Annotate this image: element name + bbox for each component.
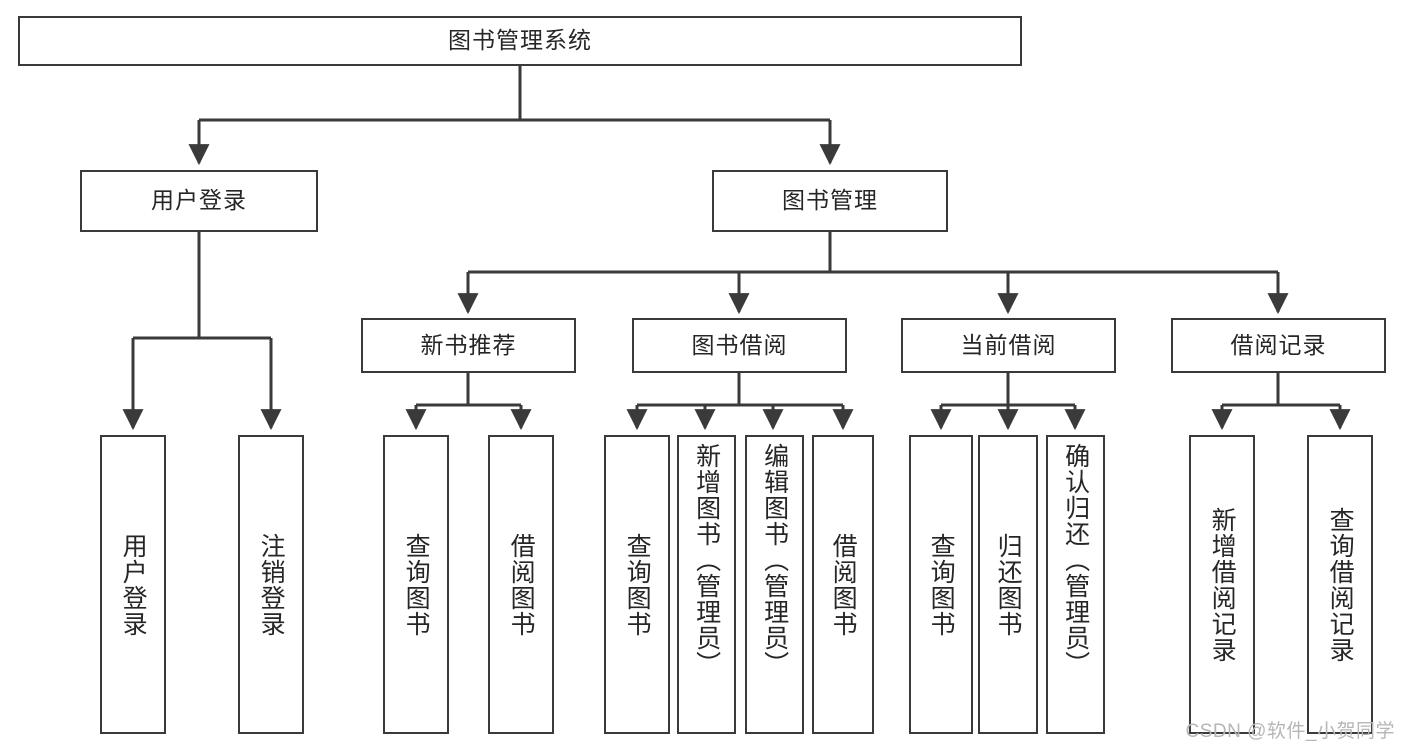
leaf-query-book-2[interactable]: 查询图书	[604, 435, 670, 734]
leaf-add-book[interactable]: 新增图书（管理员）	[677, 435, 736, 734]
leaf-label: 查询图书	[402, 532, 431, 637]
leaf-edit-book[interactable]: 编辑图书（管理员）	[745, 435, 804, 734]
node-book-management[interactable]: 图书管理	[712, 170, 948, 232]
leaf-label: 查询借阅记录	[1326, 506, 1355, 663]
leaf-label: 借阅图书	[507, 532, 536, 637]
leaf-user-login[interactable]: 用户登录	[100, 435, 166, 734]
node-current-borrow[interactable]: 当前借阅	[901, 318, 1116, 373]
leaf-add-record[interactable]: 新增借阅记录	[1189, 435, 1255, 734]
leaf-label: 确认归还（管理员）	[1061, 443, 1090, 677]
leaf-label: 注销登录	[257, 532, 286, 637]
node-book-borrow[interactable]: 图书借阅	[632, 318, 847, 373]
leaf-label: 归还图书	[994, 532, 1023, 637]
leaf-borrow-book-2[interactable]: 借阅图书	[812, 435, 874, 734]
leaf-label: 查询图书	[623, 532, 652, 637]
leaf-label: 新增借阅记录	[1208, 506, 1237, 663]
node-user-login[interactable]: 用户登录	[80, 170, 318, 232]
node-root[interactable]: 图书管理系统	[18, 16, 1022, 66]
leaf-label: 新增图书（管理员）	[692, 443, 721, 677]
leaf-label: 查询图书	[927, 532, 956, 637]
leaf-query-record[interactable]: 查询借阅记录	[1307, 435, 1373, 734]
leaf-label: 用户登录	[119, 532, 148, 637]
leaf-query-book-3[interactable]: 查询图书	[909, 435, 973, 734]
leaf-confirm-return[interactable]: 确认归还（管理员）	[1046, 435, 1105, 734]
node-borrow-record[interactable]: 借阅记录	[1171, 318, 1386, 373]
leaf-return-book[interactable]: 归还图书	[978, 435, 1038, 734]
leaf-query-book-1[interactable]: 查询图书	[383, 435, 449, 734]
leaf-logout[interactable]: 注销登录	[238, 435, 304, 734]
leaf-borrow-book-1[interactable]: 借阅图书	[488, 435, 554, 734]
leaf-label: 借阅图书	[829, 532, 858, 637]
csdn-watermark: CSDN @软件_小贺同学	[1185, 721, 1395, 742]
node-new-book-recommend[interactable]: 新书推荐	[361, 318, 576, 373]
leaf-label: 编辑图书（管理员）	[760, 443, 789, 677]
